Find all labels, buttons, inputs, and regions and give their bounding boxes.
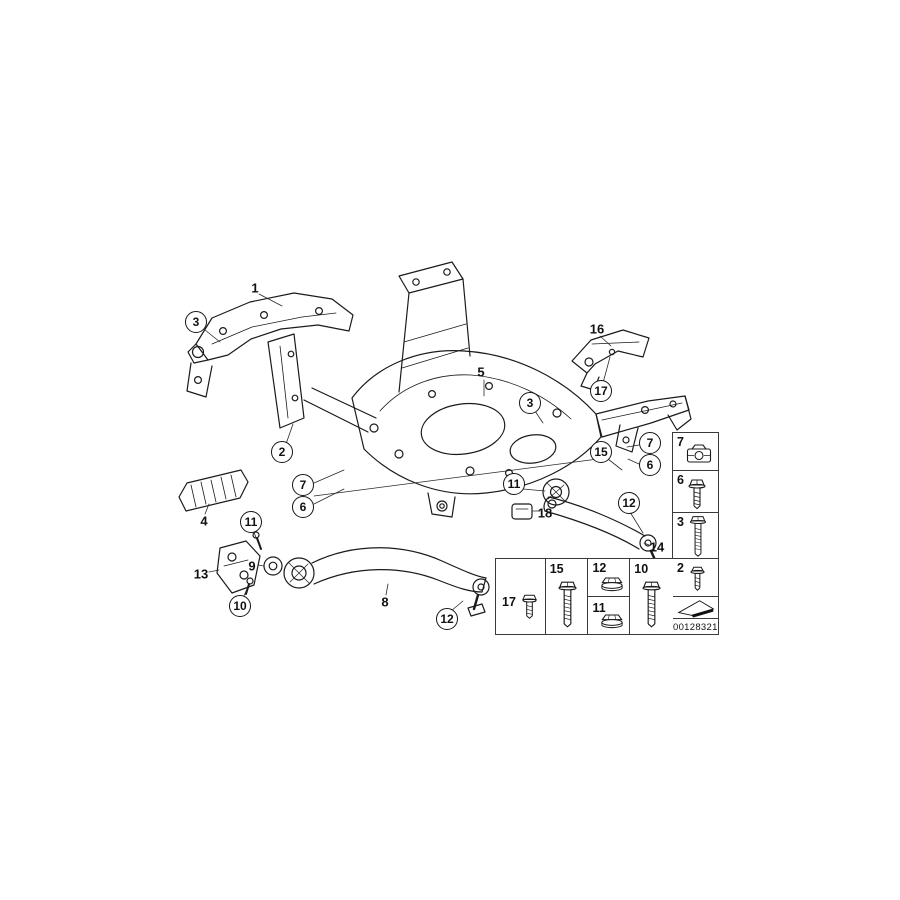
cage-nut-icon	[686, 444, 712, 463]
legend-item-17[interactable]: 17	[496, 559, 546, 634]
callout-11-a[interactable]: 11	[503, 473, 525, 495]
hex-bolt-long-icon	[558, 581, 577, 628]
callout-1[interactable]: 1	[251, 280, 259, 296]
diagram-number: 00128321	[673, 622, 718, 633]
legend-item-7[interactable]: 7	[673, 433, 718, 471]
legend-label-15: 15	[549, 562, 564, 576]
callout-7-b[interactable]: 7	[639, 432, 661, 454]
callout-9[interactable]: 9	[248, 558, 256, 574]
flange-nut-icon	[601, 577, 624, 592]
legend-item-15[interactable]: 15	[546, 559, 589, 634]
plate-number-cell: 00128321	[673, 619, 718, 635]
callout-3-b[interactable]: 3	[519, 392, 541, 414]
callout-5[interactable]: 5	[477, 364, 485, 380]
flange-nut-icon	[601, 614, 624, 628]
callout-16[interactable]: 16	[589, 321, 605, 337]
legend-item-2[interactable]: 2	[673, 559, 718, 597]
callout-6-b[interactable]: 6	[639, 454, 661, 476]
legend-label-10: 10	[634, 562, 649, 576]
callout-6-a[interactable]: 6	[292, 496, 314, 518]
legend-item-12-11: 12 11	[588, 559, 631, 635]
callout-14[interactable]: 14	[649, 539, 665, 555]
callout-17-a[interactable]: 17	[590, 380, 612, 402]
legend-label-12: 12	[592, 561, 607, 575]
screw-small-icon	[690, 566, 705, 591]
legend-item-11[interactable]: 11	[588, 597, 629, 635]
callout-3-a[interactable]: 3	[185, 311, 207, 333]
callout-8[interactable]: 8	[381, 594, 389, 610]
callout-7-a[interactable]: 7	[292, 474, 314, 496]
legend-item-10[interactable]: 10	[630, 559, 673, 634]
callout-13[interactable]: 13	[193, 566, 209, 582]
legend-label-6: 6	[677, 473, 684, 487]
callout-12-b[interactable]: 12	[436, 608, 458, 630]
legend-label-17: 17	[502, 595, 516, 609]
hex-bolt-long-icon	[642, 581, 661, 628]
legend-item-12[interactable]: 12	[588, 559, 630, 597]
callout-11-b[interactable]: 11	[240, 511, 262, 533]
legend-label-7: 7	[677, 435, 684, 449]
callout-18[interactable]: 18	[537, 505, 553, 521]
legend-label-3: 3	[677, 515, 684, 529]
fastener-legend-bottom: 17 15	[495, 558, 673, 635]
callout-10[interactable]: 10	[229, 595, 251, 617]
callout-12-a[interactable]: 12	[618, 492, 640, 514]
legend-label-2: 2	[677, 561, 684, 575]
legend-item-6[interactable]: 6	[673, 471, 718, 513]
hex-bolt-long-icon	[689, 516, 707, 557]
callout-2-a[interactable]: 2	[271, 441, 293, 463]
callout-4[interactable]: 4	[200, 513, 208, 529]
fastener-legend-right: 7 6	[672, 432, 719, 635]
legend-label-11: 11	[592, 600, 606, 615]
hex-bolt-short-icon	[688, 479, 706, 510]
travel-direction-icon	[677, 600, 715, 618]
legend-item-3[interactable]: 3	[673, 513, 718, 559]
hex-bolt-small-icon	[522, 594, 537, 619]
callout-15[interactable]: 15	[590, 441, 612, 463]
travel-direction-cell	[673, 597, 718, 619]
